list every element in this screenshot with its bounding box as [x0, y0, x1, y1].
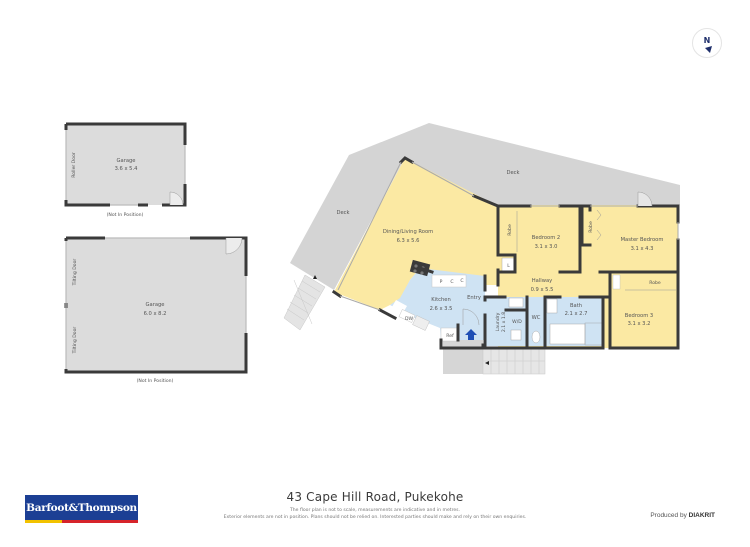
brand-color-bar	[25, 520, 138, 523]
entry-label: Entry	[467, 295, 481, 301]
garage-large-dims: 6.0 x 8.2	[144, 311, 167, 317]
windows	[337, 161, 679, 311]
master-bedroom-label: Master Bedroom	[621, 237, 664, 243]
garage-small: Garage 3.6 x 5.4 Roller Door (Not In Pos…	[64, 122, 187, 218]
producer-credit: Produced by DIAKRIT	[650, 512, 715, 519]
garage-large-label: Garage	[146, 302, 165, 308]
producer-prefix: Produced by	[650, 512, 687, 519]
entry-arrow-icon	[465, 329, 477, 340]
fridge-label: Ref	[446, 333, 454, 339]
garage-large-note: (Not In Position)	[137, 378, 174, 384]
pantry-label: P	[440, 279, 443, 285]
walls	[331, 156, 680, 350]
robe-b3-label: Robe	[649, 280, 661, 286]
bedroom2-dims: 3.1 x 3.0	[535, 244, 558, 250]
deck-left-label: Deck	[336, 210, 349, 216]
dishwasher-label: DW	[405, 316, 414, 322]
bedroom2-label: Bedroom 2	[532, 235, 560, 241]
robe-b2-label: Robe	[507, 224, 513, 236]
dining-living-dims: 6.3 x 5.6	[397, 238, 420, 244]
bath-label: Bath	[570, 303, 582, 309]
producer-name: DIAKRIT	[688, 512, 715, 519]
bath-dims: 2.1 x 2.7	[565, 311, 588, 317]
north-arrow-icon: N	[703, 36, 711, 45]
master-bedroom-dims: 3.1 x 4.3	[631, 246, 654, 252]
disclaimer-line-1: The floor plan is not to scale, measurem…	[289, 508, 461, 513]
washer-dryer-label: W/D	[512, 319, 522, 325]
robe-master-label: Robe	[588, 221, 594, 233]
garage-small-dims: 3.6 x 5.4	[115, 166, 139, 172]
hallway-label: Hallway	[532, 278, 552, 284]
cupboard-label-1: C	[450, 279, 453, 285]
kitchen-dims: 2.6 x 3.5	[430, 306, 453, 312]
dining-living-label: Dining/Living Room	[383, 229, 433, 235]
deck-top-label: Deck	[506, 170, 519, 176]
dining-living-room: Dining/Living Room 6.3 x 5.6	[334, 158, 498, 310]
kitchen-label: Kitchen	[431, 297, 451, 303]
kitchen: P C C DW Ref Kitchen 2.6 x 3.5 Entry	[389, 259, 485, 342]
wc	[527, 297, 545, 346]
roller-door-label: Roller Door	[71, 152, 77, 178]
wc-label: WC	[532, 315, 541, 321]
tilting-door-label-2: Tilting Door	[72, 327, 78, 355]
property-address: 43 Cape Hill Road, Pukekohe	[286, 490, 464, 504]
bedroom3-label: Bedroom 3	[625, 313, 653, 319]
garage-large: Garage 6.0 x 8.2 Tilting Door Tilting Do…	[64, 236, 248, 384]
brand-logo: Barfoot&Thompson	[25, 495, 138, 520]
bedroom3-dims: 3.1 x 3.2	[628, 321, 651, 327]
cupboard-label-2: C	[460, 278, 463, 284]
linen-label: L	[507, 263, 510, 269]
compass-pointer-icon	[705, 46, 712, 53]
brand-name: Barfoot&Thompson	[26, 501, 137, 514]
laundry-dims: 2.1 x 1.8	[501, 312, 507, 332]
disclaimer-line-2: Exterior elements are not in position. P…	[223, 515, 527, 520]
garage-small-label: Garage	[117, 158, 136, 164]
compass: N	[692, 28, 722, 58]
tilting-door-label-1: Tilting Door	[72, 259, 78, 287]
garage-small-note: (Not In Position)	[107, 212, 144, 218]
hallway-dims: 0.9 x 5.5	[531, 287, 554, 293]
laundry-label: Laundry	[495, 312, 501, 331]
